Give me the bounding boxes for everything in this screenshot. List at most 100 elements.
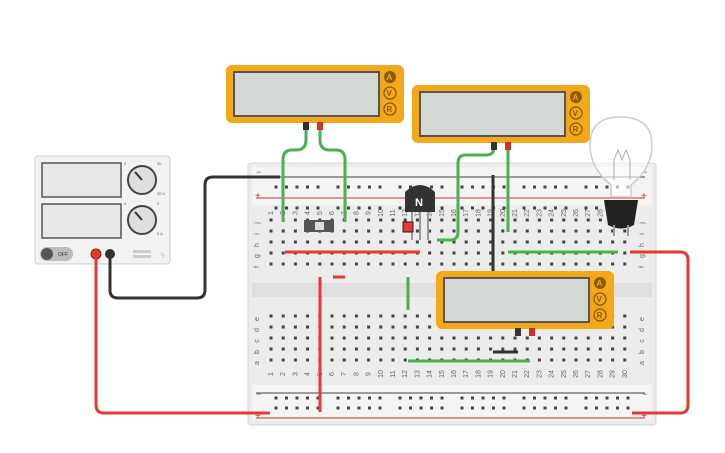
- column-number-bottom: 6: [329, 372, 336, 376]
- svg-text:ϟ: ϟ: [160, 251, 165, 260]
- rail-minus-top-right: −: [642, 167, 647, 177]
- column-number-top: 16: [451, 209, 458, 217]
- wire-ps-negative[interactable]: [108, 175, 280, 300]
- mm3-probe-black[interactable]: [515, 328, 521, 336]
- mm3-mode-a-label: A: [597, 279, 603, 288]
- column-number-bottom: 7: [341, 372, 348, 376]
- mm1-mode-r-label: R: [387, 105, 393, 114]
- row-letter-left: b: [254, 350, 261, 354]
- column-number-top: 22: [524, 209, 531, 217]
- column-number-top: 13: [414, 209, 421, 217]
- column-number-top: 28: [597, 209, 604, 217]
- slide-switch[interactable]: [304, 220, 334, 232]
- rail-minus-bottom-left: −: [256, 389, 261, 399]
- multimeter-2[interactable]: A V R: [412, 85, 590, 150]
- mm2-mode-v-label: V: [573, 109, 579, 118]
- column-number-bottom: 20: [500, 370, 507, 378]
- mm2-mode-a[interactable]: [570, 91, 582, 103]
- row-letter-right: c: [639, 339, 646, 343]
- mm1-mode-v-label: V: [387, 89, 393, 98]
- wire-mm1-red[interactable]: [318, 129, 347, 222]
- column-number-bottom: 11: [390, 370, 397, 377]
- npn-transistor[interactable]: N: [402, 185, 435, 240]
- mm3-mode-r[interactable]: [593, 308, 607, 322]
- column-number-bottom: 3: [292, 372, 299, 376]
- column-number-top: 10: [378, 209, 385, 217]
- led-indicator: [402, 221, 414, 233]
- column-number-bottom: 30: [622, 370, 629, 378]
- column-number-top: 23: [536, 209, 543, 217]
- column-number-top: 3: [292, 211, 299, 215]
- breadboard-holes[interactable]: [269, 185, 630, 410]
- row-letter-left: d: [254, 328, 261, 332]
- column-number-bottom: 4: [305, 372, 312, 376]
- voltage-knob-max: 30: [157, 161, 162, 166]
- row-letter-left: g: [254, 254, 261, 258]
- row-letter-right: e: [639, 317, 646, 321]
- mm2-mode-r-label: R: [573, 125, 579, 134]
- column-number-top: 15: [439, 209, 446, 217]
- column-number-top: 14: [427, 209, 434, 217]
- column-number-top: 1: [268, 211, 275, 215]
- column-number-bottom: 26: [573, 370, 580, 378]
- column-number-bottom: 17: [463, 370, 470, 378]
- rail-plus-bottom-right: +: [641, 411, 647, 422]
- mm1-probe-black[interactable]: [303, 122, 309, 130]
- mm3-probe-red[interactable]: [529, 328, 535, 336]
- row-letter-right: h: [639, 243, 646, 247]
- mm1-probe-red[interactable]: [317, 122, 323, 130]
- multimeter-1[interactable]: A V R: [226, 65, 404, 130]
- column-number-top: 18: [475, 209, 482, 217]
- column-number-top: 17: [463, 209, 470, 217]
- column-number-bottom: 14: [427, 370, 434, 378]
- column-number-bottom: 18: [475, 370, 482, 378]
- mm1-mode-a[interactable]: [384, 71, 396, 83]
- column-number-top: 27: [585, 209, 592, 217]
- row-letter-left: i: [254, 233, 261, 235]
- mm3-mode-a[interactable]: [594, 277, 606, 289]
- column-number-top: 26: [573, 209, 580, 217]
- row-letter-left: j: [254, 222, 261, 225]
- row-letter-right: d: [639, 328, 646, 332]
- column-number-top: 20: [500, 209, 507, 217]
- column-number-bottom: 16: [451, 370, 458, 378]
- column-number-bottom: 9: [366, 372, 373, 376]
- light-bulb[interactable]: [589, 116, 653, 236]
- column-number-top: 8: [353, 211, 360, 215]
- column-number-bottom: 29: [610, 370, 617, 378]
- mm2-mode-r[interactable]: [569, 122, 583, 136]
- multimeter-3[interactable]: A V R: [436, 271, 614, 336]
- column-number-bottom: 27: [585, 370, 592, 378]
- column-numbers: 1122334455667788991010111112121313141415…: [268, 209, 629, 378]
- row-letter-right: f: [639, 266, 646, 268]
- wire-ps-positive[interactable]: [94, 254, 270, 415]
- row-letter-left: a: [254, 361, 261, 365]
- column-number-bottom: 2: [280, 372, 287, 376]
- column-number-top: 9: [366, 211, 373, 215]
- column-number-bottom: 8: [353, 372, 360, 376]
- wire-mm1-black[interactable]: [281, 129, 308, 222]
- mm2-probe-red[interactable]: [505, 142, 511, 150]
- row-letter-right: b: [639, 350, 646, 354]
- column-number-bottom: 1: [268, 372, 275, 376]
- wire-bulb-return[interactable]: [630, 250, 690, 415]
- row-letter-right: j: [639, 222, 646, 225]
- rail-plus-bottom-left: +: [255, 411, 261, 422]
- row-letter-left: h: [254, 243, 261, 247]
- row-letter-left: f: [254, 266, 261, 268]
- power-supply[interactable]: 0 30 30 V 0 5 5 A OFF ϟ: [34, 155, 171, 265]
- mm2-probe-black[interactable]: [491, 142, 497, 150]
- column-number-bottom: 21: [512, 370, 519, 378]
- wires[interactable]: [94, 129, 690, 415]
- mm2-mode-v[interactable]: [569, 106, 583, 120]
- current-knob-min: 0: [124, 201, 127, 206]
- mm1-mode-v[interactable]: [383, 86, 397, 100]
- column-number-top: 11: [390, 209, 397, 216]
- column-number-top: 5: [317, 211, 324, 215]
- wire-mm2-black[interactable]: [437, 146, 496, 242]
- mm3-mode-v[interactable]: [593, 292, 607, 306]
- row-letter-right: i: [639, 233, 646, 235]
- mm1-mode-r[interactable]: [383, 102, 397, 116]
